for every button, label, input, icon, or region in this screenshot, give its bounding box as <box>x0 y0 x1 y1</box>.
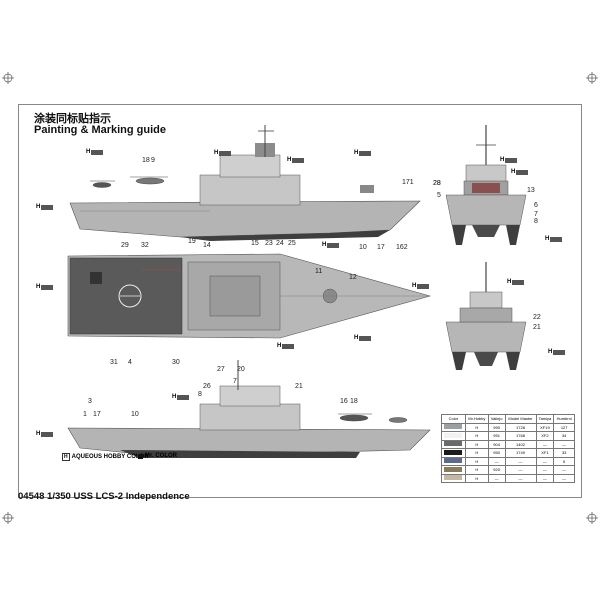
color-callout: H <box>214 150 232 156</box>
label-7: 7 <box>233 378 237 385</box>
label-29: 29 <box>121 242 129 249</box>
ship-top-view <box>67 253 432 339</box>
ship-rear-view <box>445 262 527 370</box>
label-11: 11 <box>315 268 323 275</box>
label-10: 10 <box>359 244 367 251</box>
ship-side-profile-top <box>69 125 421 241</box>
label-14: 14 <box>203 242 211 249</box>
label-3: 3 <box>88 398 92 405</box>
registration-mark-icon <box>2 512 14 524</box>
label-front-6: 6 <box>534 202 538 209</box>
label-162: 162 <box>396 244 408 251</box>
table-header: Vallejo <box>487 414 506 424</box>
label-30: 30 <box>172 359 180 366</box>
label-front-7: 7 <box>534 211 538 218</box>
table-header: Color <box>441 414 466 424</box>
color-callout: H <box>172 394 190 400</box>
label-front-28: 28 <box>433 180 441 187</box>
label-15: 15 <box>251 240 259 247</box>
label-18: 18 <box>142 157 150 164</box>
label-4: 4 <box>128 359 132 366</box>
color-callout: H <box>354 150 372 156</box>
color-callout: H <box>354 335 372 341</box>
table-header: Model Master <box>504 414 537 424</box>
label-31: 31 <box>110 359 118 366</box>
label-19: 19 <box>188 238 196 245</box>
color-callout: H <box>548 349 566 355</box>
legend-aqueous-label: AQUEOUS HOBBY COLOR <box>71 454 149 460</box>
label-22: 22 <box>533 314 541 321</box>
ship-side-profile-bottom <box>67 360 431 458</box>
label-171: 171 <box>402 179 414 186</box>
color-callout: H <box>412 283 430 289</box>
label-front-13: 13 <box>527 187 535 194</box>
label-17: 17 <box>377 244 385 251</box>
title-english: Painting & Marking guide <box>34 124 167 136</box>
table-row: H———5 <box>441 456 575 466</box>
color-callout: H <box>277 343 295 349</box>
label-26: 26 <box>203 383 211 390</box>
color-callout: H <box>86 149 104 155</box>
table-row: H———— <box>441 473 575 483</box>
color-callout: H <box>322 242 340 248</box>
ship-front-view <box>445 125 527 245</box>
h-prefix-box: H <box>62 453 70 461</box>
registration-mark-icon <box>586 72 598 84</box>
label-front-8: 8 <box>534 218 538 225</box>
label-17-bottom: 17 <box>93 411 101 418</box>
label-25: 25 <box>288 240 296 247</box>
black-square-icon <box>138 453 143 459</box>
label-27: 27 <box>217 366 225 373</box>
label-16: 16 <box>340 398 348 405</box>
label-32: 32 <box>141 242 149 249</box>
table-header: Mr.Hobby <box>464 414 489 424</box>
label-23: 23 <box>265 240 273 247</box>
label-18-bottom: 18 <box>350 398 358 405</box>
instruction-frame <box>18 104 582 498</box>
color-callout: H <box>500 157 518 163</box>
registration-mark-icon <box>586 512 598 524</box>
label-9: 9 <box>151 157 155 164</box>
label-1: 1 <box>83 411 87 418</box>
label-21: 21 <box>533 324 541 331</box>
table-header: Humbrol <box>553 414 575 424</box>
color-callout: H <box>36 204 54 210</box>
label-12: 12 <box>349 274 357 281</box>
label-10-bottom: 10 <box>131 411 139 418</box>
color-callout: H <box>545 236 563 242</box>
legend-mr-label: Mr. COLOR <box>145 453 178 459</box>
label-8: 8 <box>198 391 202 398</box>
color-callout: H <box>36 431 54 437</box>
label-5: 5 <box>437 192 441 199</box>
product-footer: 04548 1/350 USS LCS-2 Independence <box>18 491 190 502</box>
legend-mr-color: Mr. COLOR <box>138 453 177 459</box>
label-21-bottom: 21 <box>295 383 303 390</box>
color-callout: H <box>511 169 529 175</box>
table-header: Tamiya <box>535 414 555 424</box>
label-20: 20 <box>237 366 245 373</box>
title-chinese: 涂装同标贴指示 <box>34 112 111 125</box>
registration-mark-icon <box>2 72 14 84</box>
legend-aqueous: H AQUEOUS HOBBY COLOR <box>62 453 149 461</box>
label-28: 28 <box>433 180 441 187</box>
color-reference-table: Color Mr.Hobby Vallejo Model Master Tami… <box>441 414 575 483</box>
color-callout: H <box>507 279 525 285</box>
color-callout: H <box>287 157 305 163</box>
color-callout: H <box>36 284 54 290</box>
label-24: 24 <box>276 240 284 247</box>
